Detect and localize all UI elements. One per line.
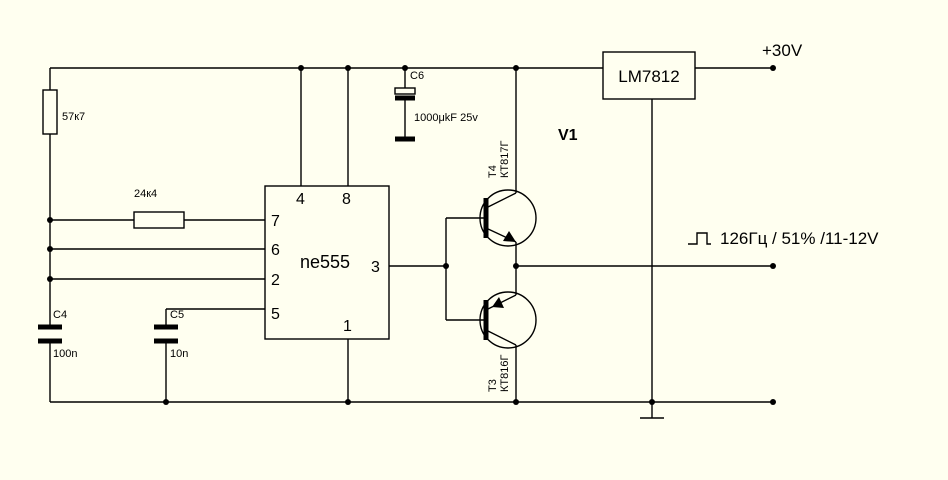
capacitor-c4: C4 100n [38,309,77,360]
capacitor-c4-value: 100n [53,348,77,360]
regulator-lm7812: LM7812 [602,51,696,100]
resistor-57k7: 57к7 [42,89,85,135]
ic-pin-1: 1 [343,318,352,335]
ic-pin-2: 2 [271,272,280,289]
wires [49,67,773,418]
transistor-t3: T3 КТ816Г [479,291,537,392]
transistor-t3-type: КТ816Г [499,355,511,392]
ic-pin-7: 7 [271,213,280,230]
square-wave-icon [688,232,711,245]
ic-pin-5: 5 [271,306,280,323]
transistor-t4: T4 КТ817Г [479,141,537,247]
ic-pin-4: 4 [296,191,305,208]
capacitor-c4-ref: C4 [53,309,67,321]
capacitor-c5-ref: C5 [170,309,184,321]
supply-label: +30V [762,41,803,60]
capacitor-c6: C6 1000μkF 25v [394,70,478,142]
capacitor-c5: C5 10n [154,309,188,360]
ic-pin-6: 6 [271,242,280,259]
transistor-t4-type: КТ817Г [499,141,511,178]
ic-ne555-name: ne555 [300,252,350,272]
ic-pin-3: 3 [371,259,380,276]
resistor-57k7-label: 57к7 [62,111,85,123]
ic-ne555: ne555 4 8 7 6 2 5 3 1 [264,185,390,340]
junction-dots [47,65,776,405]
capacitor-c5-value: 10n [170,348,188,360]
capacitor-c6-value: 1000μkF 25v [414,112,478,124]
ic-pin-8: 8 [342,191,351,208]
output-spec-label: 126Гц / 51% /11-12V [720,229,879,248]
transistor-t4-ref: T4 [487,165,499,178]
regulator-lm7812-label: LM7812 [618,67,679,86]
resistor-24k4-label: 24к4 [134,188,157,200]
capacitor-c6-ref: C6 [410,70,424,82]
resistor-24k4: 24к4 [133,188,185,229]
transistor-t3-ref: T3 [487,379,499,392]
circuit-title: V1 [558,127,578,144]
